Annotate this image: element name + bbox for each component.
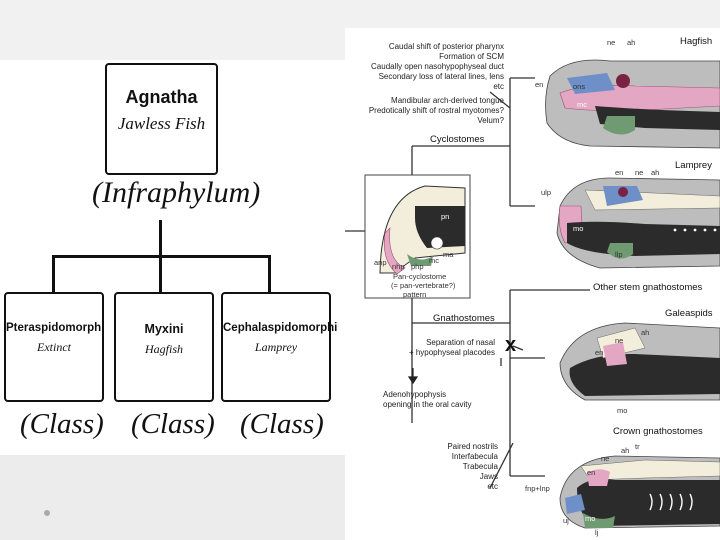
inset-label-ma: ma [443,250,454,259]
inset-caption-1: Pan-cyclostome [393,272,447,281]
inset-label-mc: mc [429,256,439,265]
crown-label-uj: uj [563,516,569,525]
crown-gnathostome-illustration [559,455,720,529]
phylogeny-svg [345,59,720,529]
crown-trait-4: Jaws [479,472,498,481]
hagfish-label-mc: mc [577,100,587,109]
inset-caption-2: (= pan-vertebrate?) [391,281,456,290]
inset-embryo [379,185,466,275]
agnatha-title: Agnatha [125,87,198,107]
galeaspid-label-en: en [595,348,604,357]
crown-label-ne: ne [601,454,610,463]
crown-label-fnp: fnp+lnp [525,484,550,493]
hagfish-label-en: en [535,80,544,89]
tree-connector-right [268,255,271,292]
separation-trait-1: Separation of nasal [426,338,495,347]
myxini-box: Myxini Hagfish [114,292,214,402]
taxon-lamprey: Lamprey [675,160,712,171]
crown-label-tr: tr [635,442,640,451]
taxon-crown: Crown gnathostomes [613,426,703,437]
inset-label-pn: pn [441,212,450,221]
hagfish-label-ne: ne [607,38,616,47]
adeno-trait-1: Adenohypophysis [383,390,447,399]
galeaspid-label-mo: mo [617,406,628,415]
lamprey-illustration [556,177,720,269]
adeno-trait-2: opening in the oral cavity [383,400,472,409]
cyclostome-trait-4: Secondary loss of lateral lines, lens [378,72,504,81]
inset-label-anp: anp [374,258,387,267]
crown-trait-3: Trabecula [462,462,498,471]
lamprey-label-llp: llp [615,250,623,259]
cyclostome-trait-7: Predotically shift of rostral myotomes? [368,106,504,115]
taxon-hagfish: Hagfish [680,36,713,47]
cyclostome-trait-8: Velum? [477,116,504,125]
tree-connector-left [52,255,55,292]
agnatha-subtitle: Jawless Fish [117,114,206,133]
cyclostome-trait-1: Caudal shift of posterior pharynx [388,42,504,51]
crown-trait-1: Paired nostrils [447,442,498,451]
class-label-1: (Class) [20,408,104,440]
cephalaspidomorphi-box: Cephalaspidomorphi Lamprey [221,292,338,402]
class-label-2: (Class) [131,408,215,440]
gnathostomes-label: Gnathostomes [433,313,495,324]
slide-bullet-dot [44,510,50,516]
hagfish-label-ons: ons [573,82,586,91]
pteraspidomorphi-title: Pteraspidomorphi [6,322,105,334]
crown-label-lj: lj [595,528,599,537]
down-arrow [407,368,419,385]
crown-label-ah: ah [621,446,630,455]
agnatha-box: Agnatha Jawless Fish [105,63,218,175]
gnathostome-x-mark: x [505,334,517,356]
galeaspid-label-ne: ne [615,336,624,345]
phylogeny-figure: Caudal shift of posterior pharynx Format… [345,28,720,540]
galeaspid-illustration [559,322,720,401]
taxon-galeaspids: Galeaspids [665,308,713,319]
lamprey-label-ne: ne [635,168,644,177]
crown-label-en: en [587,468,596,477]
lamprey-label-en: en [615,168,624,177]
pteraspidomorphi-subtitle: Extinct [37,340,71,354]
hagfish-illustration [545,59,720,149]
taxonomy-panel: Agnatha Jawless Fish (Infraphylum) Ptera… [0,60,345,455]
galeaspid-label-ah: ah [641,328,650,337]
inset-label-nhp: nhp [392,262,405,271]
infraphylum-label: (Infraphylum) [92,176,261,209]
crown-trait-5: etc [487,482,498,491]
tree-connector-root [159,220,162,257]
hagfish-label-ah: ah [627,38,636,47]
taxon-other-stem: Other stem gnathostomes [593,282,703,293]
lamprey-label-ah: ah [651,168,660,177]
cyclostome-trait-5: etc [493,82,504,91]
cephalaspidomorphi-subtitle: Lamprey [254,340,298,354]
myxini-title: Myxini [144,322,184,336]
cyclostome-trait-2: Formation of SCM [439,52,504,61]
cephalaspidomorphi-title: Cephalaspidomorphi [223,322,338,334]
cyclostomes-label: Cyclostomes [430,134,485,145]
lamprey-label-ulp: ulp [541,188,552,197]
crown-label-mo: mo [585,514,596,523]
tree-connector-mid [159,255,162,292]
class-label-3: (Class) [240,408,324,440]
separation-trait-2: + hypophyseal placodes [408,348,495,357]
inset-label-php: php [411,262,424,271]
inset-caption-3: pattern [403,290,427,299]
crown-trait-2: Interfabecula [451,452,498,461]
myxini-subtitle: Hagfish [144,342,183,356]
cyclostome-trait-6: Mandibular arch-derived tongue [391,96,504,105]
lamprey-label-mo: mo [573,224,584,233]
cyclostome-trait-3: Caudally open nasohypophyseal duct [371,62,504,71]
pteraspidomorphi-box: Pteraspidomorphi Extinct [4,292,104,402]
